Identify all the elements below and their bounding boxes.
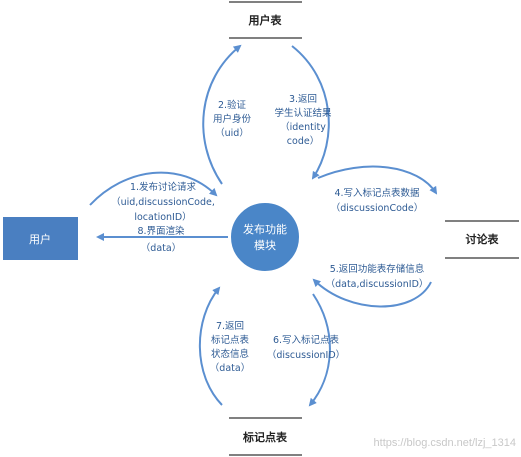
flow-7-line1: 7.返回 (216, 320, 244, 332)
flow-3-line3: （identity (280, 121, 326, 133)
marker-table-label: 标记点表 (242, 430, 288, 444)
flow-2-line3: （uid） (215, 127, 249, 139)
arrow-write-discussion (317, 165, 438, 195)
flow-label-6: 6.写入标记点表 （discussionID） (267, 334, 345, 361)
arrow-verify-user (202, 44, 242, 185)
flow-1-line2: （uid,discussionCode, (111, 196, 215, 208)
flow-3-line1: 3.返回 (289, 93, 317, 105)
flow-label-1: 1.发布讨论请求 （uid,discussionCode, locationID… (111, 181, 215, 223)
flow-4-line2: （discussionCode） (331, 202, 424, 214)
arrow-return-storage (312, 278, 432, 308)
discussion-table-store: 讨论表 (445, 220, 519, 259)
arrow-return-marker-status (198, 286, 223, 406)
watermark-text: https://blog.csdn.net/lzj_1314 (374, 437, 516, 449)
flow-5-line1: 5.返回功能表存储信息 (330, 263, 425, 275)
flow-7-line4: （data） (210, 362, 250, 374)
flow-2-line1: 2.验证 (218, 99, 247, 111)
user-table-label: 用户表 (249, 13, 283, 27)
user-entity-label: 用户 (29, 232, 51, 246)
flow-1-line1: 1.发布讨论请求 (130, 181, 197, 193)
flow-5-line2: （data,discussionID） (326, 278, 429, 290)
arrow-return-auth (291, 45, 330, 180)
flow-label-4: 4.写入标记点表数据 （discussionCode） (331, 187, 424, 214)
flow-label-7: 7.返回 标记点表 状态信息 （data） (210, 320, 250, 374)
flow-3-line2: 学生认证结果 (274, 107, 332, 119)
process-node: 发布功能 模块 (229, 201, 301, 273)
arrow-publish-request (89, 171, 218, 206)
marker-table-store: 标记点表 (229, 417, 302, 456)
flow-8-line2: （data） (141, 242, 181, 254)
flow-7-line3: 状态信息 (211, 348, 249, 360)
flow-6-line2: （discussionID） (267, 349, 345, 361)
flow-label-3: 3.返回 学生认证结果 （identity code） (274, 93, 332, 147)
process-label-line1: 发布功能 (243, 222, 287, 236)
user-entity-box (3, 217, 78, 260)
arrow-write-marker (308, 293, 331, 407)
flow-8-line1: 8.界面渲染 (137, 225, 185, 237)
process-label-line2: 模块 (254, 239, 276, 252)
process-circle (229, 201, 301, 273)
discussion-table-label: 讨论表 (466, 232, 500, 246)
flow-6-line1: 6.写入标记点表 (273, 334, 340, 346)
user-table-store: 用户表 (229, 1, 302, 39)
flow-4-line1: 4.写入标记点表数据 (334, 187, 420, 199)
flow-label-2: 2.验证 用户身份 （uid） (213, 99, 252, 139)
flow-label-5: 5.返回功能表存储信息 （data,discussionID） (326, 263, 429, 290)
flow-1-line3: locationID） (134, 211, 191, 223)
flow-arrows (89, 44, 438, 407)
flow-3-line4: code） (287, 135, 319, 147)
flow-2-line2: 用户身份 (213, 113, 252, 125)
flow-7-line2: 标记点表 (211, 334, 250, 346)
user-entity: 用户 (3, 217, 78, 260)
flow-label-8: 8.界面渲染 （data） (137, 225, 185, 254)
